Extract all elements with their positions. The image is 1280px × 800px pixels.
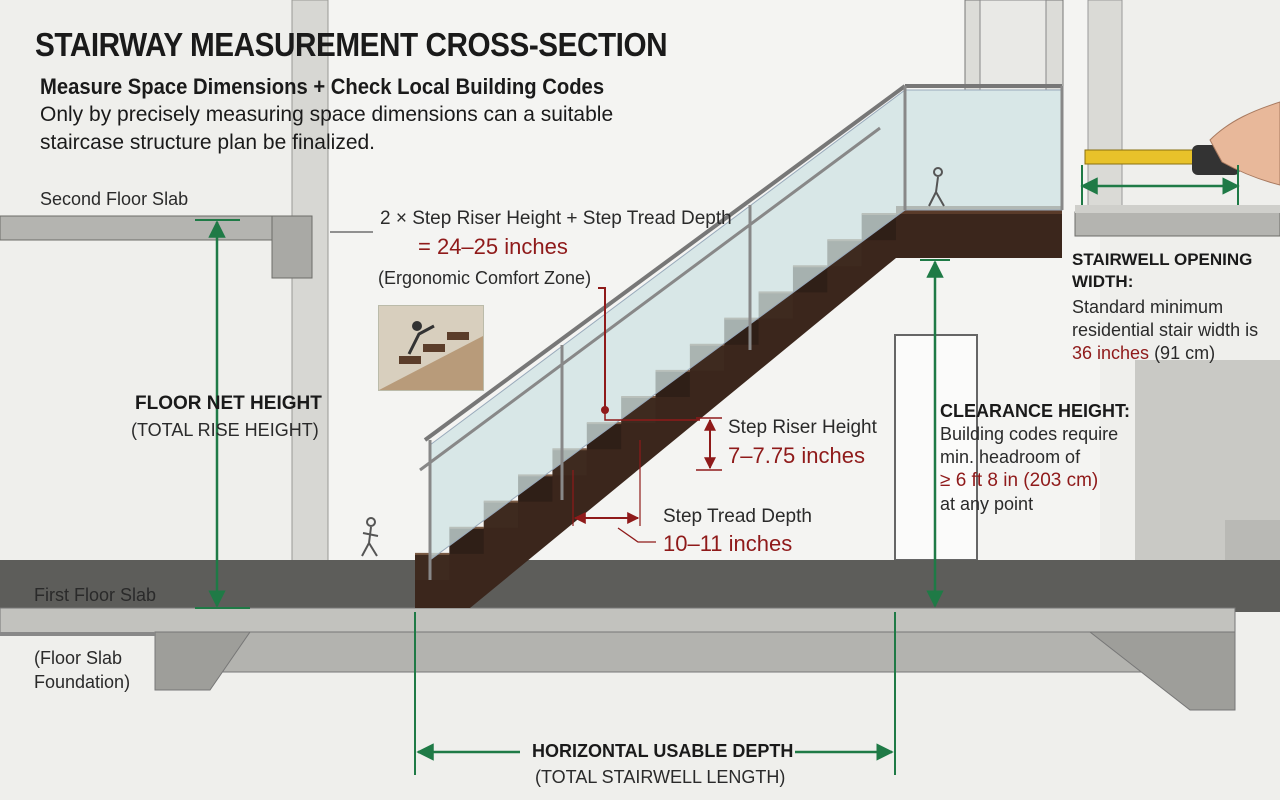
clearance-value: ≥ 6 ft 8 in (203 cm): [940, 470, 1099, 491]
formula-note: (Ergonomic Comfort Zone): [378, 268, 592, 288]
page-title: STAIRWAY MEASUREMENT CROSS-SECTION: [35, 26, 668, 63]
clearance-line-2: min. headroom of: [940, 447, 1081, 467]
tread-label: Step Tread Depth: [663, 506, 812, 527]
opening-title-1: STAIRWELL OPENING: [1072, 250, 1253, 269]
tape-measure-hand-icon: [1084, 101, 1280, 186]
riser-value: 7–7.75 inches: [728, 443, 865, 468]
stair-step: [415, 553, 450, 580]
clearance-title: CLEARANCE HEIGHT:: [940, 401, 1131, 421]
opening-tail: (91 cm): [1149, 343, 1216, 363]
floor-net-height-label: FLOOR NET HEIGHT: [135, 393, 322, 414]
first-floor-slab-label: First Floor Slab: [34, 585, 157, 605]
clearance-line-1: Building codes require: [940, 424, 1119, 444]
opening-line-2: residential stair width is: [1072, 320, 1259, 340]
ergonomic-illustration: [378, 305, 484, 391]
tread-value: 10–11 inches: [663, 531, 793, 556]
description-line-1: Only by precisely measuring space dimens…: [40, 103, 614, 126]
opening-title-2: WIDTH:: [1072, 272, 1134, 291]
opening-value-line: 36 inches (91 cm): [1072, 343, 1215, 363]
clearance-tail: at any point: [940, 494, 1034, 514]
description-line-2: staircase structure plan be finalized.: [40, 131, 376, 154]
formula-label: 2 × Step Riser Height + Step Tread Depth: [380, 208, 732, 229]
left-column: [291, 0, 329, 571]
foundation-label-2: Foundation): [34, 672, 131, 692]
total-rise-height-label: (TOTAL RISE HEIGHT): [131, 420, 319, 440]
total-length-label: (TOTAL STAIRWELL LENGTH): [535, 767, 786, 787]
glass-railing: [419, 84, 1064, 580]
second-floor-slab: [0, 205, 1280, 279]
formula-value: = 24–25 inches: [418, 234, 568, 259]
person-icon: [361, 517, 379, 557]
subtitle: Measure Space Dimensions + Check Local B…: [40, 74, 605, 99]
opening-line-1: Standard minimum: [1072, 297, 1224, 317]
upper-landing: [896, 206, 1062, 258]
riser-label: Step Riser Height: [728, 417, 877, 438]
person-icon: [928, 167, 945, 207]
horizontal-depth-label: HORIZONTAL USABLE DEPTH: [532, 741, 794, 761]
foundation-label-1: (Floor Slab: [34, 648, 123, 668]
second-floor-slab-label: Second Floor Slab: [40, 189, 189, 209]
opening-value: 36 inches: [1072, 343, 1150, 363]
